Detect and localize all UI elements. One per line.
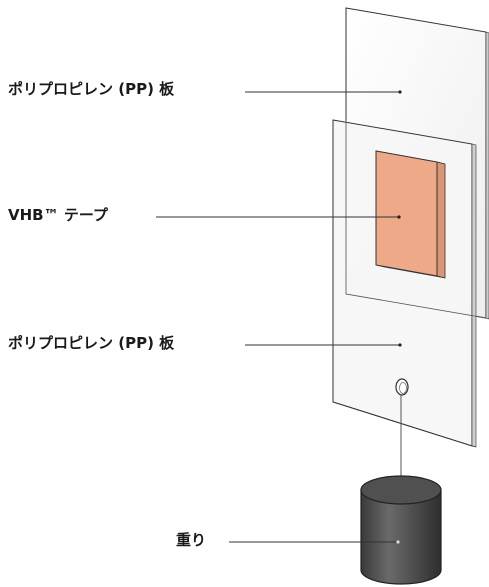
anchor-dot-top-plate bbox=[398, 90, 402, 94]
label-top-pp-plate: ポリプロピレン (PP) 板 bbox=[8, 80, 175, 98]
vhb-tape bbox=[375, 150, 446, 279]
anchor-dot-bottom-plate bbox=[398, 343, 402, 347]
anchor-dot-tape bbox=[397, 215, 401, 219]
plate-overlap-edge bbox=[345, 120, 487, 319]
label-bottom-pp-plate: ポリプロピレン (PP) 板 bbox=[8, 334, 175, 352]
anchor-dot-weight bbox=[396, 540, 400, 544]
label-vhb-tape: VHB™ テープ bbox=[8, 206, 108, 224]
label-weight: 重り bbox=[176, 531, 207, 549]
hanging-hole bbox=[395, 378, 409, 396]
weight-cylinder bbox=[360, 475, 442, 585]
